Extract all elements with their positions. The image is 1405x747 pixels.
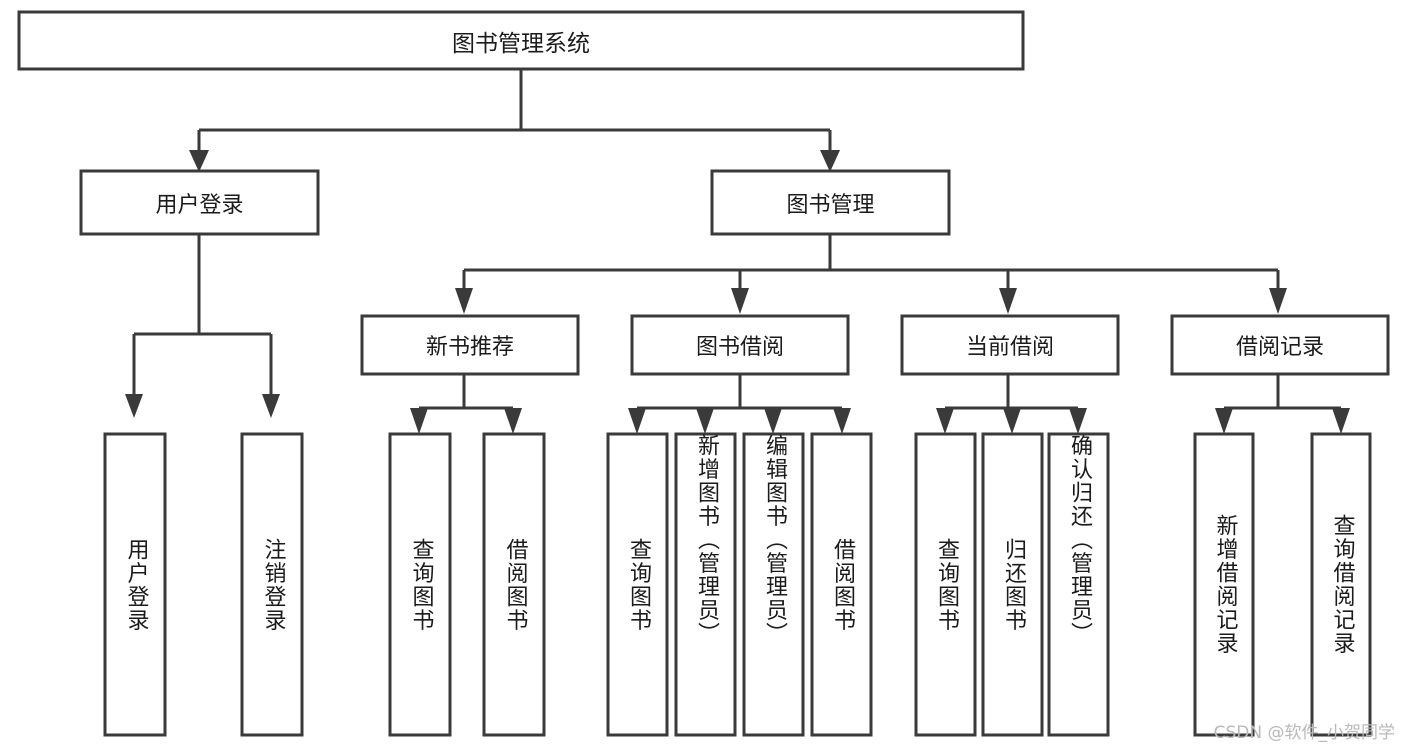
arrow-head-leaf-edit-book bbox=[764, 408, 782, 434]
node-borrow-record[interactable] bbox=[1170, 314, 1390, 376]
arrow-head-leaf-add-record bbox=[1215, 408, 1233, 434]
node-book-borrow[interactable] bbox=[630, 314, 850, 376]
arrow-head-leaf-return-book bbox=[1003, 408, 1021, 434]
node-layer bbox=[17, 10, 1390, 737]
arrow-head-book-borrow bbox=[731, 288, 749, 314]
arrow-head-user-login bbox=[189, 150, 209, 172]
node-leaf-borrow-book-2[interactable] bbox=[810, 432, 873, 737]
node-leaf-query-book-3[interactable] bbox=[914, 432, 977, 737]
node-book-manage[interactable] bbox=[710, 169, 951, 236]
connector-layer bbox=[125, 69, 1350, 434]
arrow-head-leaf-borrow-book-2 bbox=[833, 408, 851, 434]
arrow-head-current-borrow bbox=[999, 288, 1017, 314]
node-new-book-rec[interactable] bbox=[360, 314, 580, 376]
arrow-head-leaf-query-book-1 bbox=[410, 408, 428, 434]
node-leaf-query-book-2[interactable] bbox=[606, 432, 669, 737]
arrow-head-leaf-logout bbox=[262, 394, 280, 418]
arrow-head-leaf-user-login bbox=[125, 394, 143, 418]
node-leaf-query-book-1[interactable] bbox=[388, 432, 452, 737]
node-leaf-add-book[interactable] bbox=[674, 432, 737, 737]
node-user-login[interactable] bbox=[79, 169, 320, 236]
arrow-head-borrow-record bbox=[1269, 288, 1287, 314]
node-leaf-return-book[interactable] bbox=[981, 432, 1044, 737]
node-leaf-edit-book[interactable] bbox=[742, 432, 805, 737]
arrow-head-leaf-borrow-book-1 bbox=[504, 408, 522, 434]
arrow-head-leaf-add-book bbox=[696, 408, 714, 434]
arrow-head-leaf-query-book-2 bbox=[628, 408, 646, 434]
node-current-borrow[interactable] bbox=[900, 314, 1120, 376]
node-leaf-logout[interactable] bbox=[240, 432, 304, 737]
arrow-head-new-book-rec bbox=[455, 288, 473, 314]
node-leaf-user-login[interactable] bbox=[103, 432, 167, 737]
node-root[interactable] bbox=[17, 10, 1025, 71]
arrow-head-leaf-query-book-3 bbox=[936, 408, 954, 434]
node-leaf-confirm-return[interactable] bbox=[1047, 432, 1110, 737]
node-leaf-add-record[interactable] bbox=[1193, 432, 1255, 737]
node-leaf-borrow-book-1[interactable] bbox=[482, 432, 546, 737]
arrow-head-leaf-confirm-return bbox=[1069, 408, 1087, 434]
arrow-head-book-manage bbox=[820, 150, 840, 172]
node-leaf-query-record[interactable] bbox=[1310, 432, 1372, 737]
arrow-head-leaf-query-record bbox=[1332, 408, 1350, 434]
csdn-watermark: CSDN @软件_小贺同学 bbox=[1213, 723, 1395, 743]
